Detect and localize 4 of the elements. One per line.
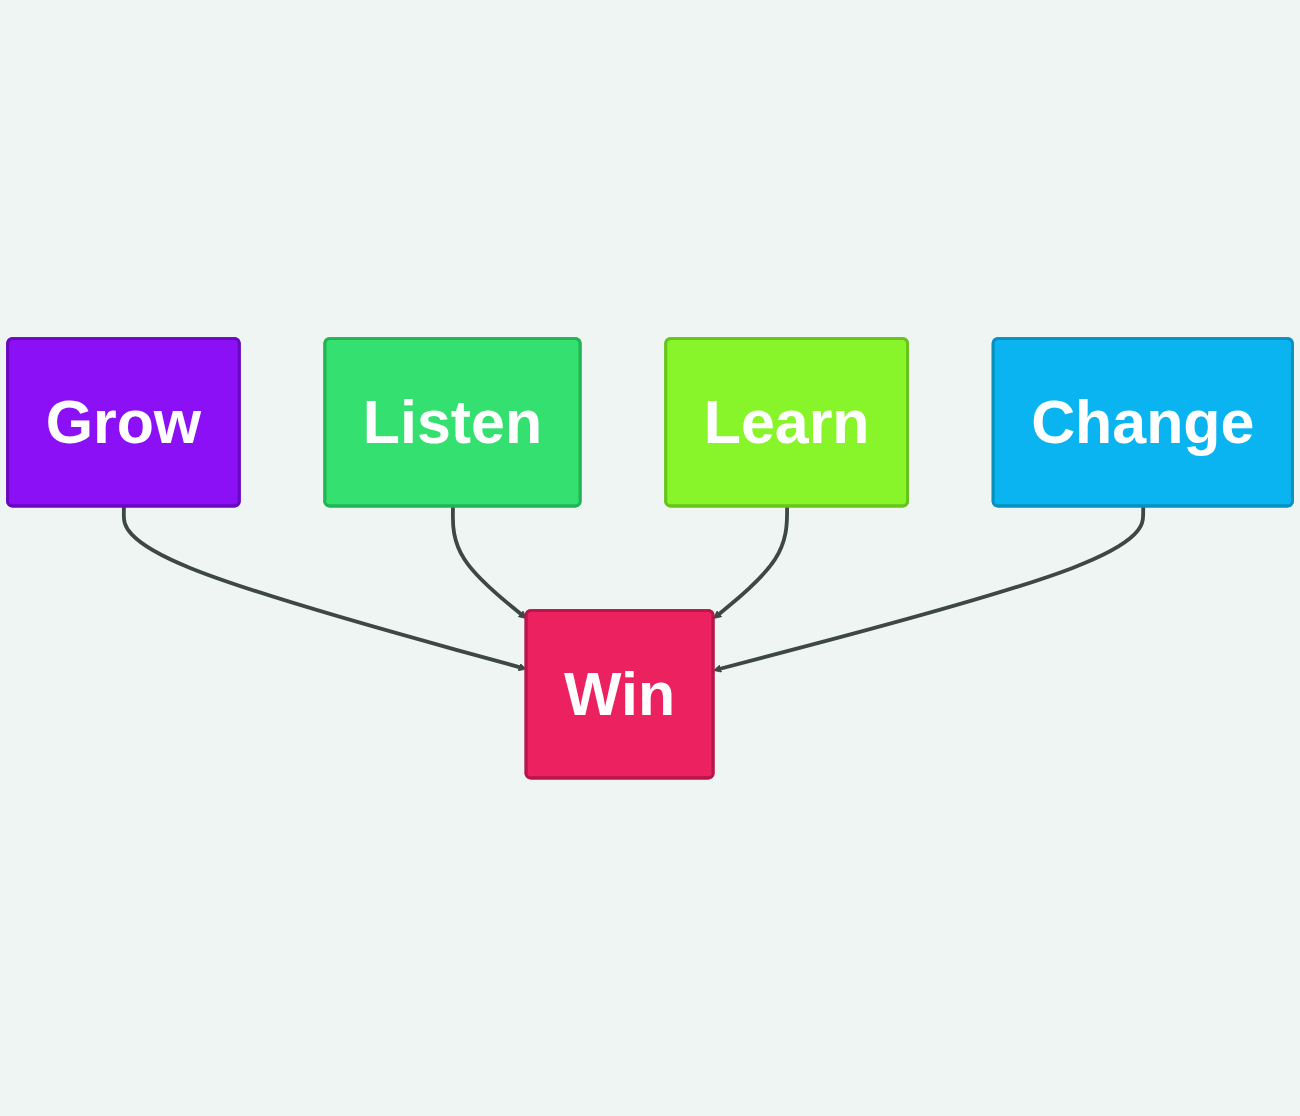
arrow [713,506,1146,673]
arrow [121,506,527,671]
arrow [450,506,527,619]
arrow [713,506,789,619]
